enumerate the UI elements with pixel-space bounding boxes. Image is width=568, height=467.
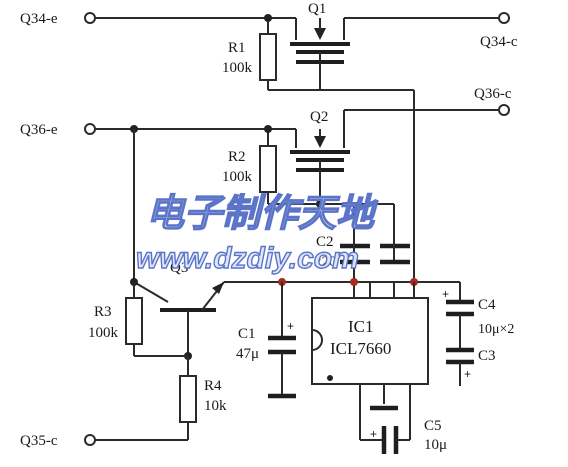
terminal-q36e[interactable] (84, 123, 96, 135)
polarity-plus-c4: + (442, 287, 449, 301)
ic-ref: IC1 (348, 317, 374, 336)
junction-dot (264, 125, 272, 133)
label-c2: C2 (316, 234, 334, 250)
terminal-q34c[interactable] (498, 12, 510, 24)
label-q2: Q2 (310, 109, 328, 125)
capacitor-c5 (360, 384, 411, 454)
terminal-q36c[interactable] (498, 104, 510, 116)
value-r3: 100k (88, 325, 119, 341)
label-q36c: Q36-c (474, 86, 512, 102)
polarity-plus-c3: + (464, 367, 471, 381)
ic-icl7660 (311, 282, 429, 440)
q34-rail (94, 17, 500, 40)
terminal-q34e[interactable] (84, 12, 96, 24)
resistor-r2 (259, 129, 394, 205)
value-c5: 10μ (424, 437, 447, 453)
watermark-url: www.dzdiy.com (136, 242, 359, 275)
label-q3: Q3 (170, 260, 188, 276)
transistor-q1 (290, 18, 350, 90)
resistor-r3 (125, 282, 188, 357)
label-q34e: Q34-e (20, 11, 58, 27)
watermark-chinese: 电子制作天地 (146, 191, 379, 235)
label-c5: C5 (424, 418, 442, 434)
gate-bus (353, 90, 415, 278)
q36-rail (94, 109, 500, 148)
value-r1: 100k (222, 60, 253, 76)
label-q35c: Q35-c (20, 433, 58, 449)
value-r4: 10k (204, 398, 227, 414)
value-c4: 10μ×2 (478, 322, 514, 337)
value-c1: 47μ (236, 346, 259, 362)
polarity-plus-c1: + (287, 319, 294, 333)
terminal-q35c[interactable] (84, 434, 96, 446)
label-c3: C3 (478, 348, 496, 364)
transistor-q3 (133, 129, 440, 356)
label-c1: C1 (238, 326, 256, 342)
label-q1: Q1 (308, 1, 326, 17)
junction-dot (264, 14, 272, 22)
ic-part: ICL7660 (330, 339, 391, 358)
label-r4: R4 (204, 378, 222, 394)
junction-dot (350, 278, 358, 286)
transistor-q2 (290, 129, 350, 204)
polarity-plus-c5: + (370, 427, 377, 441)
label-r1: R1 (228, 40, 246, 56)
capacitor-c2 (340, 232, 410, 298)
resistor-r4 (94, 356, 197, 441)
label-q34c: Q34-c (480, 34, 518, 50)
value-c2: 220 (314, 254, 337, 270)
value-r2: 100k (222, 169, 253, 185)
label-r3: R3 (94, 304, 112, 320)
capacitor-c4-c3 (440, 281, 474, 386)
label-r2: R2 (228, 149, 246, 165)
label-q36e: Q36-e (20, 122, 58, 138)
capacitor-c1 (268, 282, 296, 399)
label-c4: C4 (478, 297, 496, 313)
